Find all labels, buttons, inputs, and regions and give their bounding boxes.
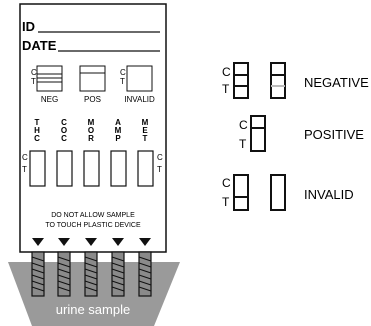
key-invalid-strip-2	[270, 174, 286, 211]
key-invalid-t-mark: T	[222, 195, 230, 209]
warning-line-2: TO TOUCH PLASTIC DEVICE	[45, 222, 141, 229]
side-left-c-mark: C	[22, 153, 28, 162]
panel-2-letter-2: O	[61, 126, 67, 135]
side-left-t-mark: T	[22, 165, 27, 174]
key-negative-t-mark: T	[222, 82, 230, 96]
test-window-4	[110, 150, 127, 187]
panel-4-letter-1: A	[115, 118, 121, 127]
panel-1-letter-3: C	[34, 134, 40, 143]
panel-4-letter-3: P	[115, 134, 121, 143]
arrow-down-icon	[32, 238, 44, 246]
key-positive-label: POSITIVE	[304, 127, 364, 142]
key-negative-strip-2	[270, 62, 286, 99]
key-positive-c-mark: C	[239, 118, 248, 132]
key-positive-t-mark: T	[239, 137, 247, 151]
test-strips	[31, 251, 152, 297]
panel-3-letter-1: M	[88, 118, 95, 127]
test-strip-4	[111, 251, 125, 297]
test-window-5	[137, 150, 154, 187]
panel-4-letter-2: M	[115, 126, 122, 135]
legend-pos-label: POS	[84, 95, 101, 104]
panel-3-letter-2: O	[88, 126, 94, 135]
arrow-down-icon	[112, 238, 124, 246]
test-window-2	[56, 150, 73, 187]
panel-2-letter-1: C	[61, 118, 67, 127]
legend-invalid-box	[126, 65, 153, 92]
arrow-down-icon	[58, 238, 70, 246]
date-label: DATE	[22, 38, 57, 53]
legend-invalid-c-mark: C	[120, 68, 126, 77]
warning-line-1: DO NOT ALLOW SAMPLE	[51, 212, 135, 219]
strip-hatching	[31, 256, 152, 292]
panel-2-letter-3: C	[61, 134, 67, 143]
legend-neg-t-mark: T	[31, 77, 36, 86]
key-invalid-strip-1	[233, 174, 249, 211]
panel-labels: T H C C O C M O R A M P M E T	[34, 118, 149, 143]
key-invalid-c-mark: C	[222, 176, 231, 190]
legend-neg-c-mark: C	[31, 68, 37, 77]
key-positive-strip	[250, 115, 266, 152]
legend-invalid-t-mark: T	[120, 77, 125, 86]
side-right-t-mark: T	[157, 165, 162, 174]
test-card-body	[19, 3, 167, 253]
test-strip-5	[138, 251, 152, 297]
arrow-down-icon	[85, 238, 97, 246]
id-label: ID	[22, 19, 35, 34]
panel-1-letter-2: H	[34, 126, 40, 135]
test-strip-3	[84, 251, 98, 297]
dip-arrows	[32, 238, 151, 246]
key-negative-label: NEGATIVE	[304, 75, 369, 90]
test-window-3	[83, 150, 100, 187]
arrow-down-icon	[139, 238, 151, 246]
test-window-1	[29, 150, 46, 187]
legend-invalid-label: INVALID	[124, 95, 155, 104]
key-negative-c-mark: C	[222, 65, 231, 79]
side-right-c-mark: C	[157, 153, 163, 162]
test-strip-1	[31, 251, 45, 297]
panel-3-letter-3: R	[88, 134, 94, 143]
test-strip-2	[57, 251, 71, 297]
key-negative-strip-1	[233, 62, 249, 99]
panel-5-letter-3: T	[143, 134, 148, 143]
legend-neg-label: NEG	[41, 95, 58, 104]
cup-label: urine sample	[56, 302, 130, 317]
panel-5-letter-2: E	[142, 126, 148, 135]
key-invalid-label: INVALID	[304, 187, 354, 202]
panel-1-letter-1: T	[35, 118, 40, 127]
legend-pos-box	[79, 65, 106, 92]
panel-5-letter-1: M	[142, 118, 149, 127]
